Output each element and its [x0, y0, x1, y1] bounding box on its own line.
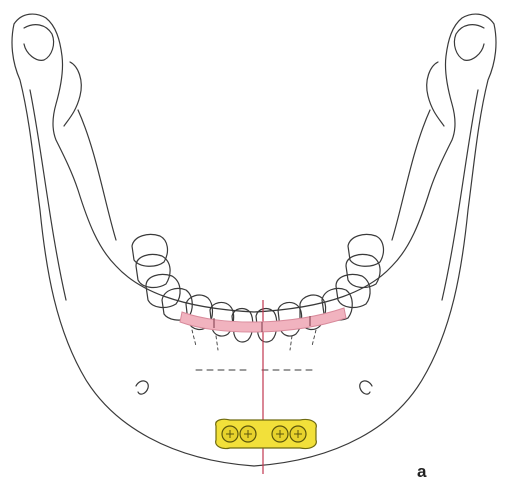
left-condyle-detail: [24, 25, 54, 61]
right-mental-foramen: [360, 381, 372, 394]
right-internal-ridge: [392, 110, 430, 240]
right-condyle-detail: [454, 25, 484, 61]
right-coronoid-notch: [427, 62, 444, 126]
tooth: [336, 274, 370, 307]
tooth: [346, 254, 380, 287]
left-mental-foramen: [136, 381, 148, 394]
teeth-row: [132, 234, 383, 350]
mandible-outline: [12, 14, 496, 466]
left-coronoid-notch: [64, 62, 81, 126]
left-internal-ridge: [78, 110, 116, 240]
panel-label: a: [417, 463, 426, 480]
fixation-plate: [216, 419, 317, 448]
